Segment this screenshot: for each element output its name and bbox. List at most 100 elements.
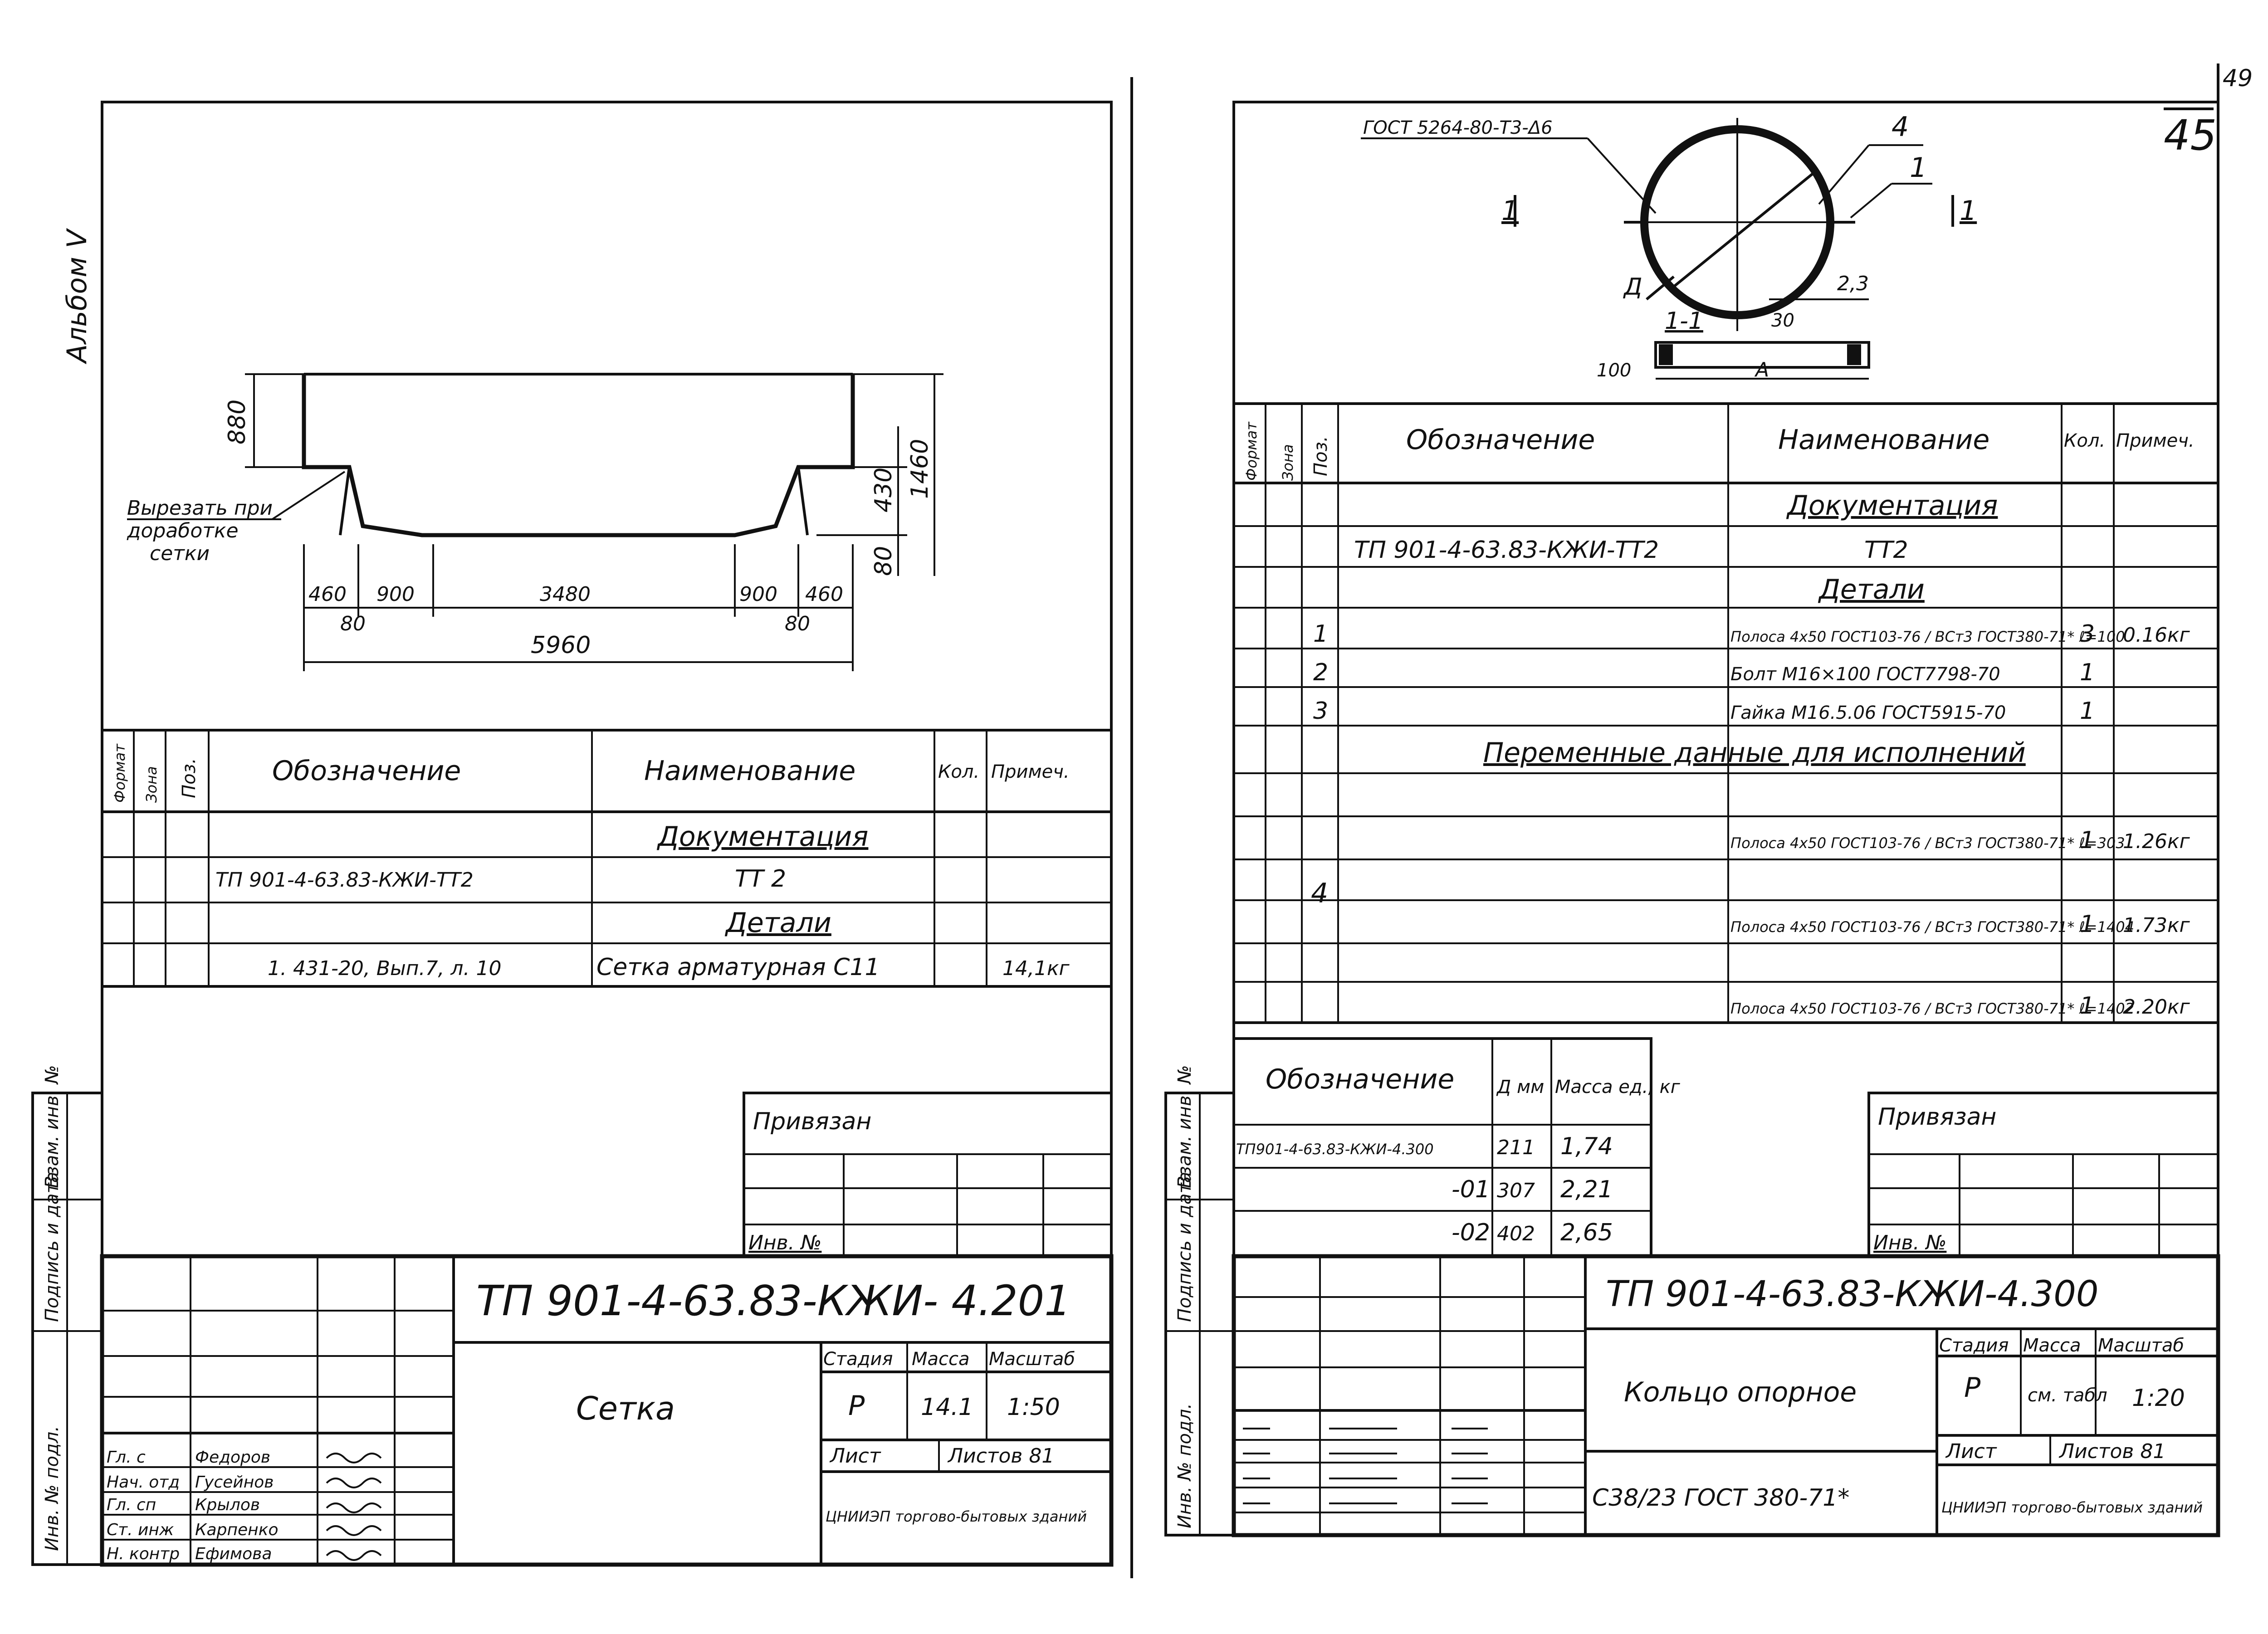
variant-mass-1: 1,74 — [1560, 1133, 1613, 1160]
right-org: ЦНИИЭП торгово-бытовых зданий — [1941, 1499, 2203, 1516]
right-inv-no: Инв. № — [1873, 1231, 1946, 1254]
pos-2-3: 2,3 — [1837, 272, 1869, 295]
right-doc-number: ТП 901-4-63.83-КЖИ-4.300 — [1606, 1274, 2099, 1315]
left-sheets-label: Листов 81 — [947, 1444, 1054, 1468]
part-designation: 1. 431-20, Вып.7, л. 10 — [268, 957, 502, 980]
dim-1460: 1460 — [906, 439, 934, 499]
variant-designation-1: ТП901-4-63.83-КЖИ-4.300 — [1236, 1141, 1434, 1158]
right-stage: Р — [1964, 1372, 1981, 1404]
left-org: ЦНИИЭП торгово-бытовых зданий — [826, 1508, 1087, 1525]
section-parts: Детали — [724, 907, 831, 939]
part-qty-1: 3 — [2080, 620, 2095, 648]
left-spec-table: Формат Зона Поз. Обозначение Наименовани… — [102, 729, 1111, 988]
sig-role-5: Н. контр — [107, 1545, 180, 1563]
var-note-2: 1.73кг — [2123, 914, 2190, 937]
right-material: С38/23 ГОСТ 380-71* — [1592, 1484, 1849, 1512]
sig-role-1: Гл. с — [107, 1448, 146, 1467]
dim-off-left: 80 — [340, 612, 366, 635]
r-col-zone: Зона — [1279, 444, 1296, 481]
album-label: Альбом V — [61, 228, 93, 365]
note-line-1: Вырезать при — [127, 497, 273, 520]
right-sheet-label: Лист — [1945, 1440, 1997, 1463]
r-section-docs: Документация — [1786, 490, 1998, 522]
right-scale: 1:20 — [2132, 1385, 2185, 1412]
sig-name-4: Карпенко — [195, 1521, 278, 1539]
section-1-1: 1-1 — [1665, 307, 1703, 335]
r-doc-name: ТТ2 — [1864, 537, 1908, 564]
col-pos: Поз. — [179, 758, 200, 798]
variant-mass-2: 2,21 — [1560, 1176, 1613, 1203]
variant-d-2: 307 — [1497, 1179, 1535, 1202]
col-name: Наименование — [644, 755, 855, 787]
gap-30: 30 — [1771, 310, 1794, 331]
left-side-label-2: Подпись и дата — [42, 1172, 63, 1322]
left-sheet-label: Лист — [829, 1444, 881, 1468]
left-scale-label: Масштаб — [989, 1349, 1075, 1370]
part-note-1: 0.16кг — [2123, 624, 2190, 647]
sig-role-4: Ст. инж — [107, 1521, 174, 1539]
r-col-name: Наименование — [1778, 424, 1989, 456]
pos-1: 1 — [1910, 152, 1927, 184]
section-variable: Переменные данные для исполнений — [1483, 737, 2026, 769]
dim-seg2: 900 — [376, 583, 415, 606]
dim-seg5: 460 — [805, 583, 843, 606]
col-qty: Кол. — [938, 761, 979, 782]
part-name-3: Гайка М16.5.06 ГОСТ5915-70 — [1730, 702, 2006, 723]
sig-name-5: Ефимова — [195, 1545, 272, 1563]
r-col-note: Примеч. — [2116, 430, 2195, 451]
ring-drawing: Д ГОСТ 5264-80-Т3-Δ6 4 1 2,3 30 1 1 1-1 … — [1361, 111, 1977, 381]
left-side-label-3: Инв. № подл. — [42, 1426, 63, 1551]
col-format: Формат — [111, 743, 128, 803]
variant-designation-2: -01 — [1452, 1176, 1490, 1203]
sig-name-3: Крылов — [195, 1496, 260, 1514]
right-side-label-3: Инв. № подл. — [1174, 1403, 1195, 1528]
r-section-parts: Детали — [1818, 574, 1925, 605]
section-docs: Документация — [656, 821, 868, 853]
right-spec-table: Формат Зона Поз. Обозначение Наименовани… — [1234, 402, 2218, 1024]
right-title-block: ТП 901-4-63.83-КЖИ-4.300 Кольцо опорное … — [1232, 1254, 2220, 1537]
page-number: 45 — [2164, 111, 2217, 160]
variant-designation-3: -02 — [1452, 1219, 1490, 1246]
right-side-label-2: Подпись и дата — [1174, 1172, 1195, 1322]
left-frame — [101, 101, 1113, 1566]
dim-total: 5960 — [531, 632, 591, 659]
right-sheet: Взам. инв. № Подпись и дата Инв. № подл.… — [1164, 63, 2253, 1537]
variant-mass-3: 2,65 — [1560, 1219, 1613, 1246]
right-privyazan: Привязан Инв. № — [1867, 1092, 2219, 1258]
dim-a: А — [1754, 358, 1769, 381]
part-pos-3: 3 — [1313, 697, 1328, 725]
left-doc-number: ТП 901-4-63.83-КЖИ- 4.201 — [476, 1277, 1071, 1325]
r-col-pos: Поз. — [1310, 436, 1331, 476]
variable-pos: 4 — [1311, 878, 1328, 909]
sig-role-3: Гл. сп — [107, 1496, 156, 1514]
doc-designation: ТП 901-4-63.83-КЖИ-ТТ2 — [215, 868, 474, 892]
right-mass: см. табл — [2028, 1385, 2107, 1406]
r-col-format: Формат — [1243, 421, 1260, 481]
part-pos-2: 2 — [1313, 659, 1328, 686]
doc-name: ТТ 2 — [735, 865, 786, 893]
right-privyazan-label: Привязан — [1878, 1103, 1996, 1131]
right-mass-label: Масса — [2023, 1335, 2081, 1356]
var-note-1: 1.26кг — [2123, 830, 2190, 853]
note-line-3: сетки — [150, 542, 210, 565]
var-name-3: Полоса 4х50 ГОСТ103-76 / ВСт3 ГОСТ380-71… — [1730, 1000, 2134, 1017]
signature-scribble — [326, 1453, 382, 1463]
sig-name-1: Федоров — [195, 1448, 270, 1467]
left-stage: Р — [848, 1390, 865, 1422]
dim-430: 430 — [870, 468, 897, 512]
var-name-2: Полоса 4х50 ГОСТ103-76 / ВСт3 ГОСТ380-71… — [1730, 918, 2134, 936]
note-line-2: доработке — [127, 519, 239, 542]
dim-seg3: 3480 — [540, 583, 591, 606]
gost-label: ГОСТ 5264-80-Т3-Δ6 — [1363, 117, 1553, 138]
left-scale: 1:50 — [1007, 1394, 1060, 1421]
dim-80: 80 — [870, 546, 897, 576]
left-sheet: Взам. инв. № Подпись и дата Инв. № подл.… — [31, 101, 1114, 1567]
variant-d-1: 211 — [1497, 1136, 1535, 1159]
page-number-corner: 49 — [2223, 65, 2253, 92]
left-item-name: Сетка — [576, 1390, 675, 1427]
part-qty-2: 1 — [2080, 659, 2095, 686]
part-name-1: Полоса 4х50 ГОСТ103-76 / ВСт3 ГОСТ380-71… — [1730, 628, 2125, 645]
right-item-name: Кольцо опорное — [1624, 1376, 1857, 1408]
r-doc-designation: ТП 901-4-63.83-КЖИ-ТТ2 — [1354, 537, 1659, 564]
